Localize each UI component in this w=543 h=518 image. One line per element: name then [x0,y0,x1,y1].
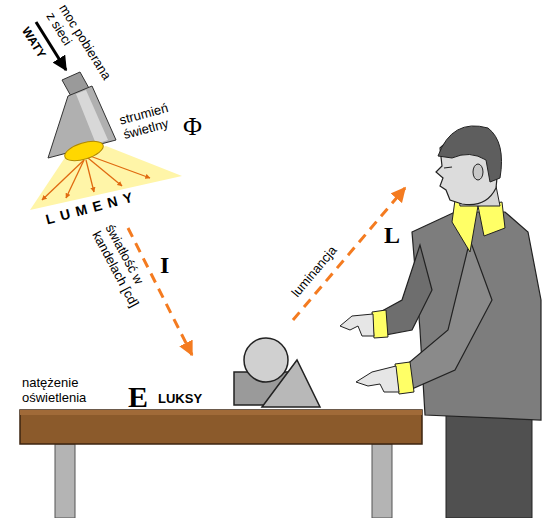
light-cone-part [90,156,150,178]
man-figure-part [473,164,483,180]
objects-part [262,360,320,407]
table-part [55,444,75,518]
intensity-label: światłość w kandelach [cd] [89,222,167,333]
man-figure-part [405,240,492,392]
man-figure-part [380,245,432,336]
lamp-part [76,90,108,144]
illuminance-label: natężenie oświetlenia [22,376,126,406]
man-figure-part [356,366,399,392]
light-cone-part [86,160,94,192]
objects-part [244,338,288,382]
flux-unit: LUMENY [44,187,140,227]
man-figure-part [438,126,502,182]
illuminance-unit: LUKSY [158,392,202,407]
man-figure [340,126,541,518]
flux-label: strumień świetlny [118,97,189,143]
luminance-symbol: L [384,222,400,250]
light-cone-part [88,158,122,186]
man-figure-part [444,167,452,168]
flux-symbol: Φ [183,112,202,142]
light-cone-part [42,160,84,200]
power-label: moc pobierana z sieci [43,2,119,99]
light-cone-part [66,160,84,198]
objects [234,338,320,407]
intensity-symbol: I [160,252,169,280]
table-part [20,410,422,415]
power-unit: WATY [18,25,48,61]
table [20,410,422,518]
lamp [48,72,116,164]
table-part [20,410,422,444]
luminance-arrow [293,188,405,320]
man-figure-part [452,200,478,252]
illuminance-symbol: E [128,380,148,415]
luminance-arrow-part [293,188,405,320]
man-figure-part [340,314,374,336]
man-figure-part [478,202,505,236]
lamp-part [63,138,106,165]
table-part [372,444,392,518]
luminance-label: luminancja [289,243,340,300]
